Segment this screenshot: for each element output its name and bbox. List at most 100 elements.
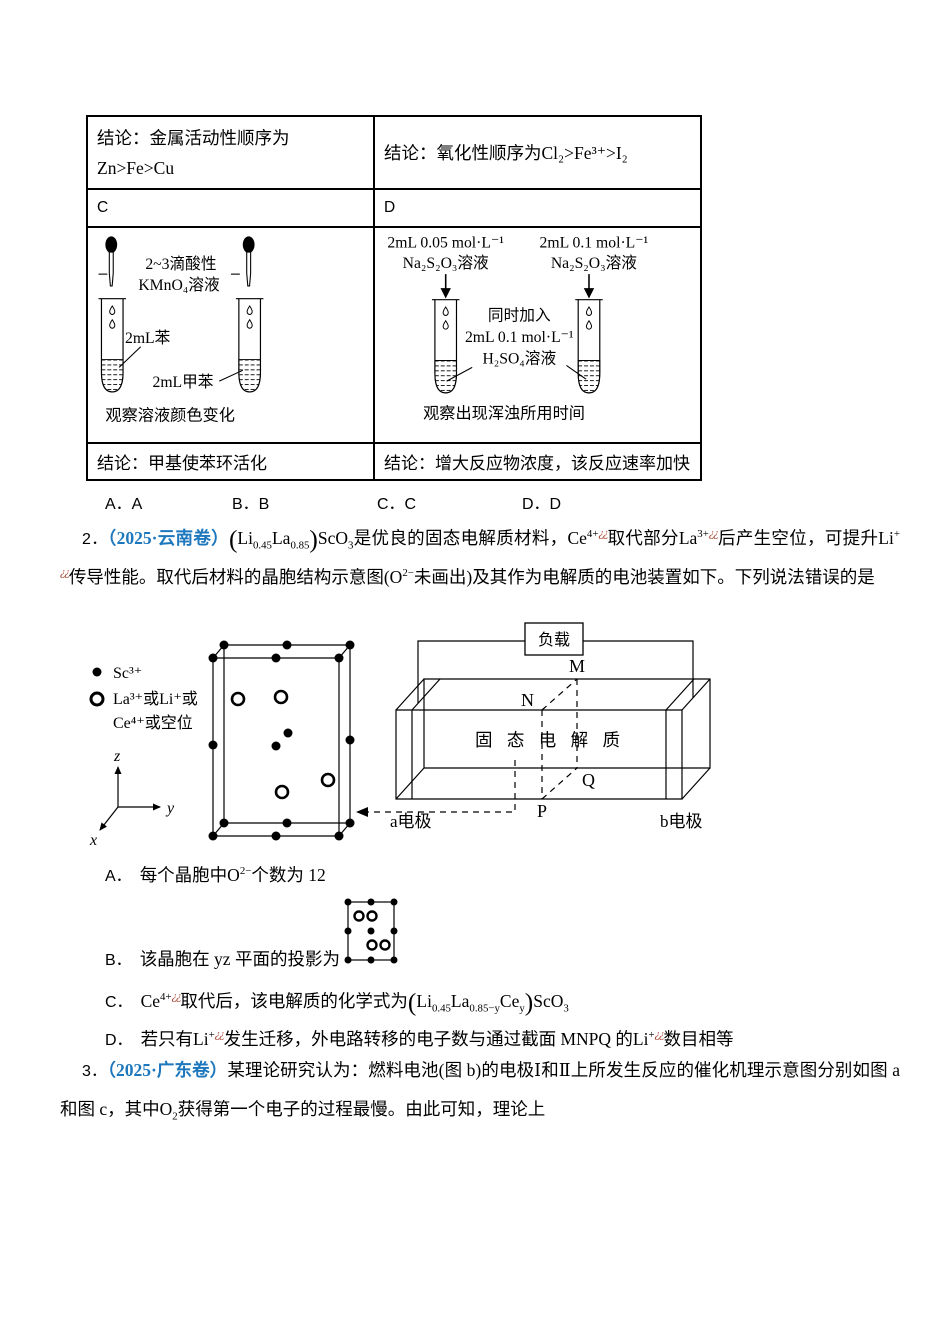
pointer-line (219, 369, 244, 382)
down-arrow-icon (583, 274, 595, 299)
option-text: 该晶胞在 yz 平面的投影为 (139, 949, 340, 969)
experiment-d-caption: 观察出现浑浊所用时间 (423, 404, 585, 422)
middle-label-line2: 2mL 0.1 mol·L⁻¹ (465, 329, 574, 346)
q2-option-d: D．若只有Li+¿¿发生迁移，外电路转移的电子数与通过截面 MNPQ 的Li+¿… (105, 1024, 733, 1056)
point-m-label: M (569, 656, 585, 676)
question-body: (Li0.45La0.85)ScO3是优良的固态电解质材料，Ce4+¿¿取代部分… (60, 525, 900, 588)
legend-open-label-2: Ce⁴⁺或空位 (113, 714, 193, 732)
experiment-table: 结论：金属活动性顺序为 Zn>Fe>Cu 结论：氧化性顺序为Cl₂>Fe³⁺>I… (86, 115, 702, 481)
conclusion-bottom-left: 结论：甲基使苯环活化 (88, 444, 375, 479)
b-electrode-label: b电极 (660, 812, 703, 831)
experiment-c-diagram: 2~3滴酸性 KMnO₄溶液 2mL苯 2mL甲苯 观察溶液颜色变化 (88, 235, 375, 424)
sc-ion-dots (208, 640, 355, 841)
axis-y-label: y (165, 800, 175, 817)
point-p-label: P (537, 801, 547, 821)
tube2-label: 2mL甲苯 (152, 373, 213, 391)
a-electrode-slab (411, 678, 441, 799)
tube2-header-line1: 2mL 0.1 mol·L⁻¹ (540, 235, 649, 252)
option-d-header: D (384, 199, 396, 216)
q2-option-b: B． 该晶胞在 yz 平面的投影为 (105, 898, 398, 976)
question-body: 某理论研究认为：燃料电池(图 b)的电极Ⅰ和Ⅱ上所发生反应的催化机理示意图分别如… (60, 1060, 900, 1122)
option-text: 每个晶胞中O2−个数为 12 (139, 865, 326, 885)
q2-option-a: A． 每个晶胞中O2−个数为 12 (105, 860, 326, 892)
question-number: 2． (82, 531, 108, 548)
option-letter: B． (105, 952, 132, 969)
experiment-c-cell: 2~3滴酸性 KMnO₄溶液 2mL苯 2mL甲苯 观察溶液颜色变化 (88, 228, 375, 442)
pointer-line (566, 364, 587, 380)
experiment-d-cell: 2mL 0.05 mol·L⁻¹ Na₂S₂O₃溶液 2mL 0.1 mol·L… (375, 228, 700, 442)
a-electrode-label: a电极 (390, 812, 432, 831)
conclusion-text: 结论：金属活动性顺序为 (97, 127, 290, 148)
load-box (524, 622, 584, 656)
tube1-header-line1: 2mL 0.05 mol·L⁻¹ (387, 235, 504, 252)
option-c-header: C (88, 190, 375, 226)
conclusion-cell-right: 结论：氧化性顺序为Cl₂>Fe³⁺>I₂ (375, 117, 700, 188)
legend-filled-label: Sc³⁺ (113, 665, 142, 682)
point-n-label: N (521, 690, 534, 710)
table-row: C D (88, 188, 700, 226)
q2-figure: Sc³⁺ La³⁺或Li⁺或 Ce⁴⁺或空位 z y x (89, 622, 711, 849)
load-label: 负载 (538, 631, 570, 649)
question-2-stem: 2．（2025·云南卷）(Li0.45La0.85)ScO3是优良的固态电解质材… (60, 520, 900, 597)
option-letter: A． (105, 868, 132, 885)
axes: z y x (89, 748, 175, 849)
conclusion-text: 结论：氧化性顺序为Cl₂>Fe³⁺>I₂ (384, 143, 628, 163)
axis-z-label: z (113, 748, 121, 765)
question-source: （2025·广东卷） (107, 1060, 228, 1080)
b-electrode-slab (665, 678, 695, 799)
test-tube-left (432, 300, 459, 393)
projection-open-circles (353, 910, 391, 951)
dropper-label-line2: KMnO₄溶液 (138, 276, 220, 294)
experiment-c-caption: 观察溶液颜色变化 (105, 406, 235, 424)
dropper-left-icon (104, 235, 118, 287)
conclusion-bottom-right: 结论：增大反应物浓度，该反应速率加快 (384, 454, 690, 473)
down-arrow-icon (440, 274, 451, 299)
mnpq-section: M N Q P (521, 656, 595, 821)
conclusion-formula: Zn>Fe>Cu (97, 157, 175, 178)
electrolyte-pointer-line (362, 760, 516, 813)
test-tube-left (99, 299, 126, 392)
question-source: （2025·云南卷） (107, 528, 229, 548)
pointer-line (446, 366, 473, 382)
wire-left (417, 640, 525, 703)
answer-choice-a: A．A (105, 496, 143, 513)
experiment-d-diagram: 2mL 0.05 mol·L⁻¹ Na₂S₂O₃溶液 2mL 0.1 mol·L… (387, 235, 649, 423)
tube2-header-line2: Na₂S₂O₃溶液 (551, 254, 637, 272)
legend-open-label-1: La³⁺或Li⁺或 (113, 690, 198, 708)
option-text: Ce4+¿¿取代后，该电解质的化学式为(Li0.45La0.85−yCey)Sc… (140, 988, 569, 1017)
left-arrow-icon (356, 807, 368, 817)
filled-dot-icon (92, 667, 102, 677)
table-row: 结论：甲基使苯环活化 结论：增大反应物浓度，该反应速率加快 (88, 442, 700, 479)
unit-cell (208, 640, 355, 841)
question-number: 3． (82, 1063, 108, 1080)
test-tube-right (236, 299, 263, 392)
electrolyte-label: 固 态 电 解 质 (475, 730, 625, 750)
yz-projection-diagram (344, 898, 398, 964)
option-letter: C． (105, 994, 133, 1011)
table-row: 2~3滴酸性 KMnO₄溶液 2mL苯 2mL甲苯 观察溶液颜色变化 (88, 226, 700, 442)
q2-option-c: C． Ce4+¿¿取代后，该电解质的化学式为(Li0.45La0.85−yCey)… (105, 986, 569, 1019)
middle-label-line1: 同时加入 (488, 306, 551, 324)
la-li-ce-vacancy-circles (230, 689, 336, 800)
dropper-label-line1: 2~3滴酸性 (145, 255, 216, 273)
conclusion-cell-left: 结论：金属活动性顺序为 Zn>Fe>Cu (88, 117, 375, 188)
pointer-line (118, 346, 142, 368)
wire-right (583, 640, 694, 698)
tube1-label: 2mL苯 (125, 329, 171, 347)
middle-label-line3: H₂SO₄溶液 (482, 349, 556, 367)
projection-filled-dots (344, 898, 398, 964)
question-3-stem: 3．（2025·广东卷）某理论研究认为：燃料电池(图 b)的电极Ⅰ和Ⅱ上所发生反… (60, 1052, 900, 1128)
option-letter: D． (105, 1032, 133, 1049)
answer-choice-c: C．C (377, 496, 417, 513)
point-q-label: Q (582, 770, 595, 790)
dropper-right-icon (242, 235, 256, 287)
test-tube-right (575, 300, 602, 393)
answer-choice-b: B．B (232, 496, 270, 513)
tube1-header-line2: Na₂S₂O₃溶液 (403, 254, 489, 272)
crystal-legend: Sc³⁺ La³⁺或Li⁺或 Ce⁴⁺或空位 (89, 665, 198, 732)
table-row: 结论：金属活动性顺序为 Zn>Fe>Cu 结论：氧化性顺序为Cl₂>Fe³⁺>I… (88, 117, 700, 188)
open-circle-icon (89, 691, 105, 707)
battery-device: 负载 固 态 电 解 质 (395, 622, 711, 831)
axis-x-label: x (89, 832, 97, 849)
